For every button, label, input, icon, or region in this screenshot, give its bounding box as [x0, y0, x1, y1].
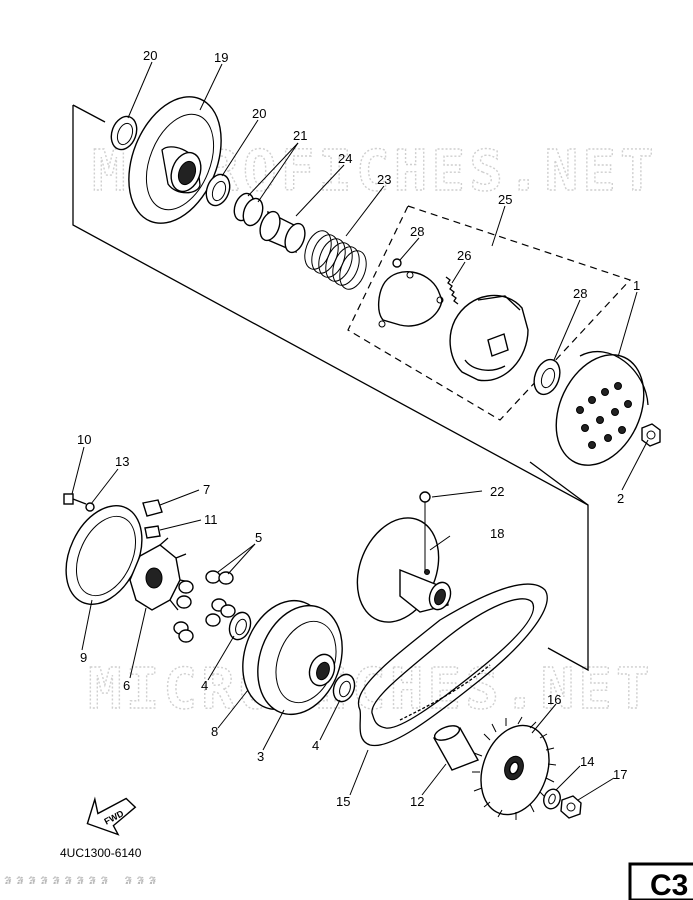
sliding-sheave-19: [128, 96, 222, 224]
callout-21[interactable]: 21: [293, 128, 307, 143]
callout-20b[interactable]: 20: [252, 106, 266, 121]
page-code-box: C3: [628, 862, 693, 900]
callout-9[interactable]: 9: [80, 650, 87, 665]
collar-12: [432, 725, 480, 771]
slider-7: [142, 499, 163, 517]
fwd-arrow-icon: FWD: [86, 796, 137, 836]
callout-1[interactable]: 1: [633, 278, 640, 293]
clutch-shoe-assembly: [449, 294, 529, 382]
bolt-10: [63, 493, 87, 505]
clutch-plate: [378, 271, 444, 328]
fixed-sheave-16: [472, 716, 557, 820]
callout-8[interactable]: 8: [211, 724, 218, 739]
callout-25[interactable]: 25: [498, 192, 512, 207]
callout-10[interactable]: 10: [77, 432, 91, 447]
bottom-watermark: ᵌᵌᵌᵌᵌᵌᵌᵌᵌ ᵌᵌᵌ: [2, 871, 159, 895]
callout-19[interactable]: 19: [214, 50, 228, 65]
callout-11[interactable]: 11: [204, 512, 218, 527]
clutch-housing-1: [555, 350, 649, 466]
weights-5: [173, 570, 236, 643]
secondary-sheave-18: [356, 517, 452, 623]
callout-28[interactable]: 28: [573, 286, 587, 301]
callout-12[interactable]: 12: [410, 794, 424, 809]
callout-26[interactable]: 26: [457, 248, 471, 263]
oil-seal-20: [110, 115, 138, 151]
spring-26: [445, 276, 459, 305]
collar-24: [259, 210, 306, 254]
callout-16[interactable]: 16: [547, 692, 561, 707]
watermark-bottom: MICROFICHES.NET: [88, 657, 654, 722]
callout-27[interactable]: 28: [410, 224, 424, 239]
washer-14: [543, 788, 561, 810]
primary-sheave-3: [242, 599, 343, 716]
oil-seal-20b: [205, 173, 231, 207]
callout-15[interactable]: 15: [336, 794, 350, 809]
group-25-box: [347, 205, 632, 421]
callout-2[interactable]: 2: [617, 491, 624, 506]
page-code: C3: [650, 869, 688, 900]
v-belt-15: [357, 583, 548, 747]
cam-6: [129, 537, 191, 611]
callout-24[interactable]: 24: [338, 151, 352, 166]
callout-13[interactable]: 13: [115, 454, 129, 469]
clip-27: [392, 258, 402, 268]
washer-13: [85, 502, 95, 512]
drawing-code: 4UC1300-6140: [60, 846, 142, 860]
slider-11: [144, 525, 161, 539]
nut-17: [560, 795, 582, 819]
callout-7[interactable]: 7: [203, 482, 210, 497]
callout-4a[interactable]: 4: [201, 678, 208, 693]
washer-4a: [228, 611, 252, 641]
compression-spring-23: [304, 230, 367, 290]
callout-14[interactable]: 14: [580, 754, 594, 769]
callout-3[interactable]: 3: [257, 749, 264, 764]
assembly-frame: [72, 104, 589, 672]
o-rings-21: [233, 192, 264, 227]
callout-22[interactable]: 22: [490, 484, 504, 499]
callout-5[interactable]: 5: [255, 530, 262, 545]
spacer-28: [533, 358, 561, 396]
callouts: 20 19 20 21 24 23 25 28 26 28 1 2 10 13 …: [77, 48, 640, 809]
pin-22: [419, 491, 431, 572]
callout-17[interactable]: 17: [613, 767, 627, 782]
nut-2: [641, 423, 661, 447]
callout-18[interactable]: 18: [490, 526, 504, 541]
callout-23[interactable]: 23: [377, 172, 391, 187]
callout-6[interactable]: 6: [123, 678, 130, 693]
callout-20a[interactable]: 20: [143, 48, 157, 63]
callout-4b[interactable]: 4: [312, 738, 319, 753]
cam-cover-9: [65, 505, 143, 605]
leader-lines: [71, 61, 649, 801]
